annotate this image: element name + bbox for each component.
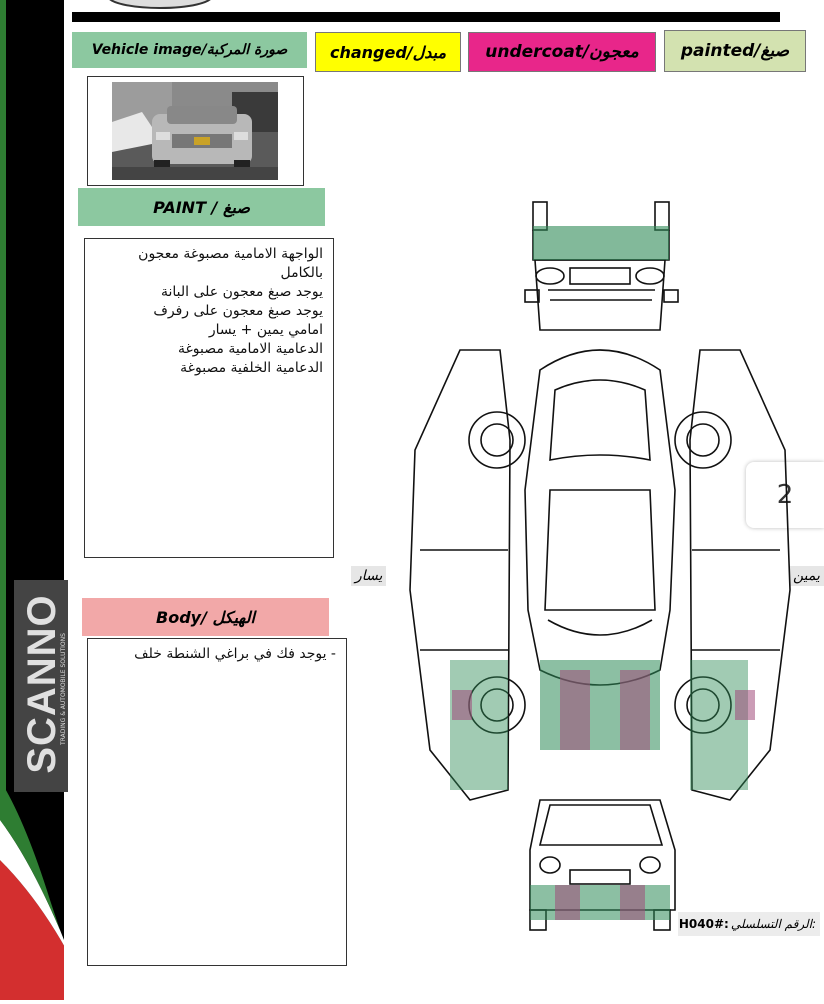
legend-undercoat: undercoat/معجون bbox=[468, 32, 656, 72]
top-view bbox=[524, 349, 676, 686]
vehicle-image-header: Vehicle image/صورة المركبة bbox=[72, 32, 307, 68]
page-number-badge: 2 bbox=[746, 462, 824, 528]
legend-painted: painted/صبغ bbox=[664, 30, 806, 72]
right-side-view bbox=[674, 349, 791, 801]
car-damage-diagram bbox=[409, 201, 791, 931]
body-notes-box: - يوجد فك في براغي الشنطة خلف bbox=[87, 638, 347, 966]
damage-marks bbox=[450, 226, 755, 920]
serial-label: الرقم التسلسلي: bbox=[730, 917, 816, 931]
paint-note: يوجد صبغ معجون على رفرف bbox=[153, 303, 323, 319]
left-band bbox=[0, 0, 72, 1000]
brand-tagline: TRADING & AUTOMOBILE SOLUTIONS bbox=[60, 633, 67, 745]
vehicle-photo bbox=[112, 82, 278, 180]
brand-logo: SCANNO TRADING & AUTOMOBILE SOLUTIONS bbox=[14, 580, 68, 792]
paint-note: الدعامية الخلفية مصبوغة bbox=[180, 360, 323, 376]
legend-changed: changed/مبدل bbox=[315, 32, 461, 72]
paint-header: PAINT / صبغ bbox=[78, 188, 325, 226]
right-side-label: يمين bbox=[789, 566, 824, 586]
paint-note: الدعامية الامامية مصبوغة bbox=[177, 341, 323, 357]
paint-note: يوجد صبغ معجون على البانة bbox=[160, 284, 323, 300]
paint-note: بالكامل bbox=[280, 265, 323, 281]
top-bar bbox=[72, 12, 780, 22]
paint-notes-box: الواجهة الامامية مصبوغة معجون بالكامل يو… bbox=[84, 238, 334, 558]
left-side-view bbox=[409, 349, 526, 801]
top-logo-fragment bbox=[105, 0, 215, 10]
serial-value: H040#: bbox=[678, 917, 729, 931]
paint-note: امامي يمين + يسار bbox=[208, 322, 323, 338]
left-band-art bbox=[0, 0, 72, 1000]
serial-number: H040#: الرقم التسلسلي: bbox=[678, 912, 820, 936]
left-side-label: يسار bbox=[351, 566, 387, 586]
page-number: 2 bbox=[776, 480, 794, 510]
brand-name: SCANNO bbox=[20, 594, 64, 774]
body-note: - يوجد فك في براغي الشنطة خلف bbox=[134, 646, 336, 662]
body-header: Body/ الهيكل bbox=[82, 598, 329, 636]
front-view bbox=[524, 201, 679, 331]
paint-note: الواجهة الامامية مصبوغة معجون bbox=[138, 246, 323, 262]
vehicle-photo-frame bbox=[87, 76, 304, 186]
